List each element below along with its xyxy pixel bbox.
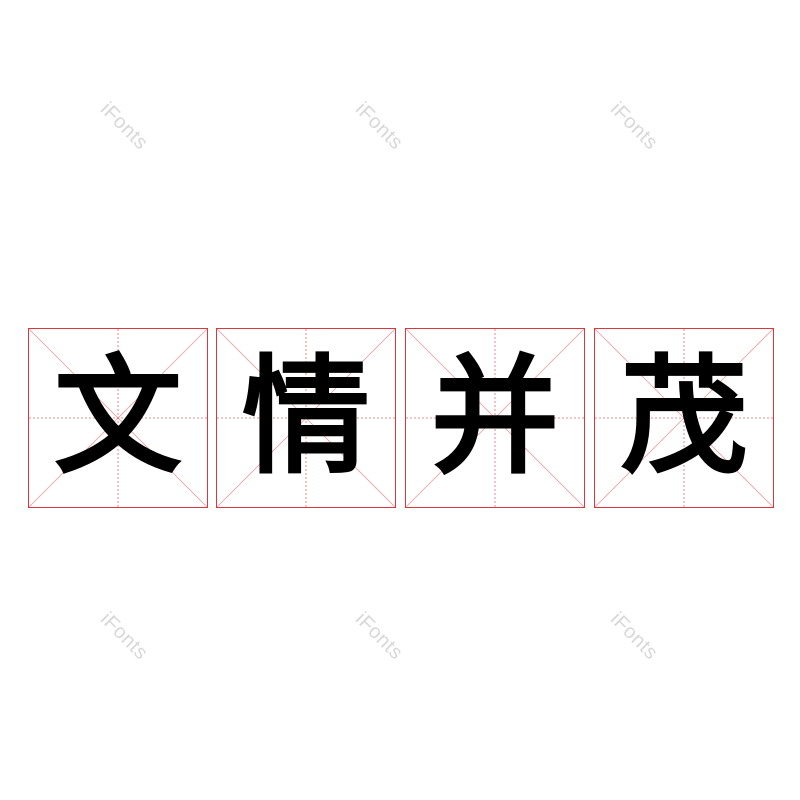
character-glyph: 情 <box>241 343 370 492</box>
watermark: iFonts <box>95 608 153 665</box>
character-cell: 茂 <box>594 328 774 508</box>
character-cell: 文 <box>28 328 208 508</box>
tian-grid-guides <box>217 329 395 507</box>
character-cell: 并 <box>405 328 585 508</box>
tian-grid-guides <box>29 329 207 507</box>
character-glyph: 文 <box>53 343 182 492</box>
character-glyph: 并 <box>430 343 559 492</box>
watermark: iFonts <box>605 608 663 665</box>
character-glyph: 茂 <box>619 343 748 492</box>
tian-grid-guides <box>595 329 773 507</box>
watermark: iFonts <box>95 98 153 155</box>
tian-grid-guides <box>406 329 584 507</box>
character-cell: 情 <box>216 328 396 508</box>
watermark: iFonts <box>350 98 408 155</box>
character-grid-row: 文 情 并 茂 <box>28 328 776 508</box>
watermark: iFonts <box>605 98 663 155</box>
watermark: iFonts <box>350 608 408 665</box>
